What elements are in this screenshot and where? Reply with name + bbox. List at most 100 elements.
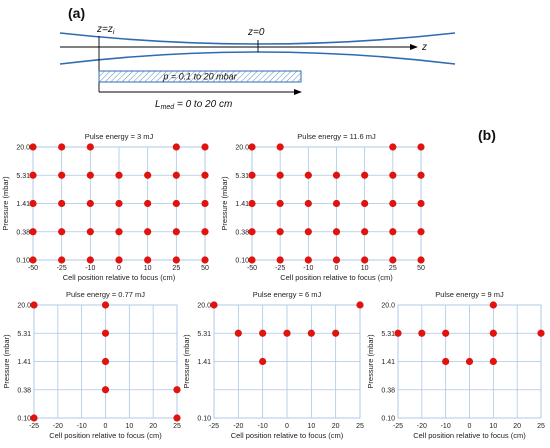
data-point [248, 256, 256, 264]
data-point [201, 171, 209, 179]
x-tick-label: 10 [144, 265, 152, 272]
x-tick-label: -10 [85, 265, 95, 272]
y-tick-label: 5.31 [197, 331, 211, 338]
y-tick-label: 5.31 [235, 173, 249, 180]
x-tick-label: -10 [77, 423, 87, 430]
data-point [389, 228, 397, 236]
x-tick-label: 10 [125, 423, 133, 430]
data-point [417, 256, 425, 264]
data-point [144, 228, 152, 236]
data-point [394, 329, 402, 337]
data-point [248, 171, 256, 179]
data-point [29, 228, 37, 236]
beam-lower-edge [59, 51, 456, 65]
x-tick-label: 0 [117, 265, 121, 272]
x-tick-label: 25 [389, 265, 397, 272]
gas-cell [98, 70, 302, 83]
data-point [58, 199, 66, 208]
data-point [58, 171, 66, 179]
data-point [58, 256, 66, 264]
data-point [29, 143, 37, 151]
y-axis-label: Pressure (mbar) [2, 334, 11, 389]
data-point [276, 143, 284, 151]
x-tick-label: 25 [172, 265, 180, 272]
data-point [29, 199, 37, 208]
medium-length-label: Lmed = 0 to 20 cm [155, 99, 232, 111]
data-point [332, 256, 341, 264]
data-point [173, 414, 181, 422]
data-point [389, 143, 397, 151]
data-point [283, 329, 291, 337]
data-point [259, 357, 267, 366]
data-point [173, 386, 181, 394]
y-tick-label: 5.31 [16, 173, 30, 180]
y-axis-label: Pressure (mbar) [1, 176, 10, 231]
data-point [489, 357, 497, 366]
data-point [29, 171, 37, 179]
data-point [101, 386, 110, 394]
x-axis-label: Cell position relative to focus (cm) [280, 273, 393, 282]
data-point [489, 301, 497, 309]
x-tick-label: -25 [209, 423, 219, 430]
y-tick-label: 1.41 [197, 359, 211, 366]
data-point [144, 199, 152, 208]
chart-title: Pulse energy = 9 mJ [435, 290, 504, 299]
panel-label-b: (b) [478, 127, 496, 143]
data-point [389, 199, 397, 208]
data-point [389, 256, 397, 264]
data-point [259, 329, 267, 337]
data-point [417, 143, 425, 151]
x-tick-label: 50 [417, 265, 425, 272]
data-point [332, 228, 341, 236]
x-tick-label: 10 [307, 423, 315, 430]
data-point [332, 329, 340, 337]
data-point [234, 329, 242, 337]
data-point [172, 228, 180, 236]
x-tick-label: -10 [303, 265, 313, 272]
focus-label: z=0 [247, 27, 265, 38]
data-point [172, 171, 180, 179]
x-tick-label: 20 [513, 423, 521, 430]
x-tick-label: 50 [201, 265, 209, 272]
y-tick-label: 0.10 [235, 258, 249, 265]
data-point [276, 171, 284, 179]
data-point [537, 329, 545, 337]
panel-label-a: (a) [68, 5, 85, 21]
y-tick-label: 0.10 [197, 416, 211, 423]
data-point [210, 301, 218, 309]
data-point [101, 329, 110, 337]
data-point [86, 171, 94, 179]
data-point [86, 228, 94, 236]
data-point [30, 301, 38, 309]
y-tick-label: 0.38 [17, 387, 31, 394]
x-tick-label: -20 [233, 423, 243, 430]
data-point [115, 171, 123, 179]
y-tick-label: 20.0 [16, 145, 30, 152]
data-point [389, 171, 397, 179]
data-point [307, 329, 315, 337]
data-point [418, 329, 426, 337]
x-tick-label: 20 [149, 423, 157, 430]
x-axis-label: Cell position relative to focus (cm) [63, 273, 176, 282]
x-axis-label: Cell position relative to focus (cm) [231, 431, 344, 440]
x-tick-label: 25 [537, 423, 545, 430]
data-point [361, 199, 369, 208]
x-axis-label: Cell position relative to focus (cm) [49, 431, 162, 440]
chart-title: Pulse energy = 0.77 mJ [66, 290, 145, 299]
data-point [115, 228, 123, 236]
y-axis-label: Pressure (mbar) [182, 334, 191, 389]
data-point [248, 228, 256, 236]
y-tick-label: 20.0 [197, 303, 211, 310]
data-point [361, 228, 369, 236]
x-tick-label: 25 [356, 423, 364, 430]
data-point [417, 199, 425, 208]
y-axis-label: Pressure (mbar) [366, 334, 375, 389]
x-tick-label: -10 [441, 423, 451, 430]
data-point [442, 329, 450, 337]
